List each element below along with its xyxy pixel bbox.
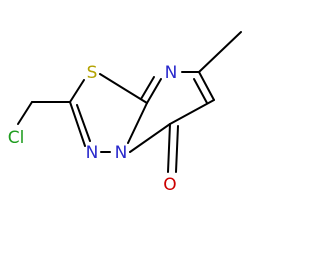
bond-c5-o-double (175, 125, 179, 173)
bond-s-c8a (99, 73, 148, 104)
bond-c5-o (167, 123, 171, 173)
atom-oxygen: O (163, 175, 176, 195)
bond-c5-n4 (129, 123, 171, 153)
molecule-diagram: S N N N Cl O (8, 31, 242, 195)
bond-c7-c6-double (193, 78, 208, 104)
bond-ch2-cl (17, 101, 33, 125)
bond-c6-c5 (169, 99, 215, 125)
atom-nitrogen-ring: N (165, 63, 178, 83)
bond-n4-c8a (127, 102, 148, 144)
atom-nitrogen-bridgehead: N (115, 143, 128, 163)
bond-c2-n3-double (76, 104, 91, 142)
bond-s-c2 (69, 79, 85, 103)
bond-c7-methyl (198, 31, 242, 73)
atom-nitrogen-thiadiazole: N (86, 143, 99, 163)
bond-c8a-n8 (146, 78, 162, 104)
bond-c7-c6 (198, 71, 215, 101)
bond-c8a-n8-double (140, 76, 155, 100)
atom-sulfur: S (87, 63, 98, 83)
atom-chlorine: Cl (8, 128, 25, 148)
bond-c2-n3 (69, 101, 86, 147)
